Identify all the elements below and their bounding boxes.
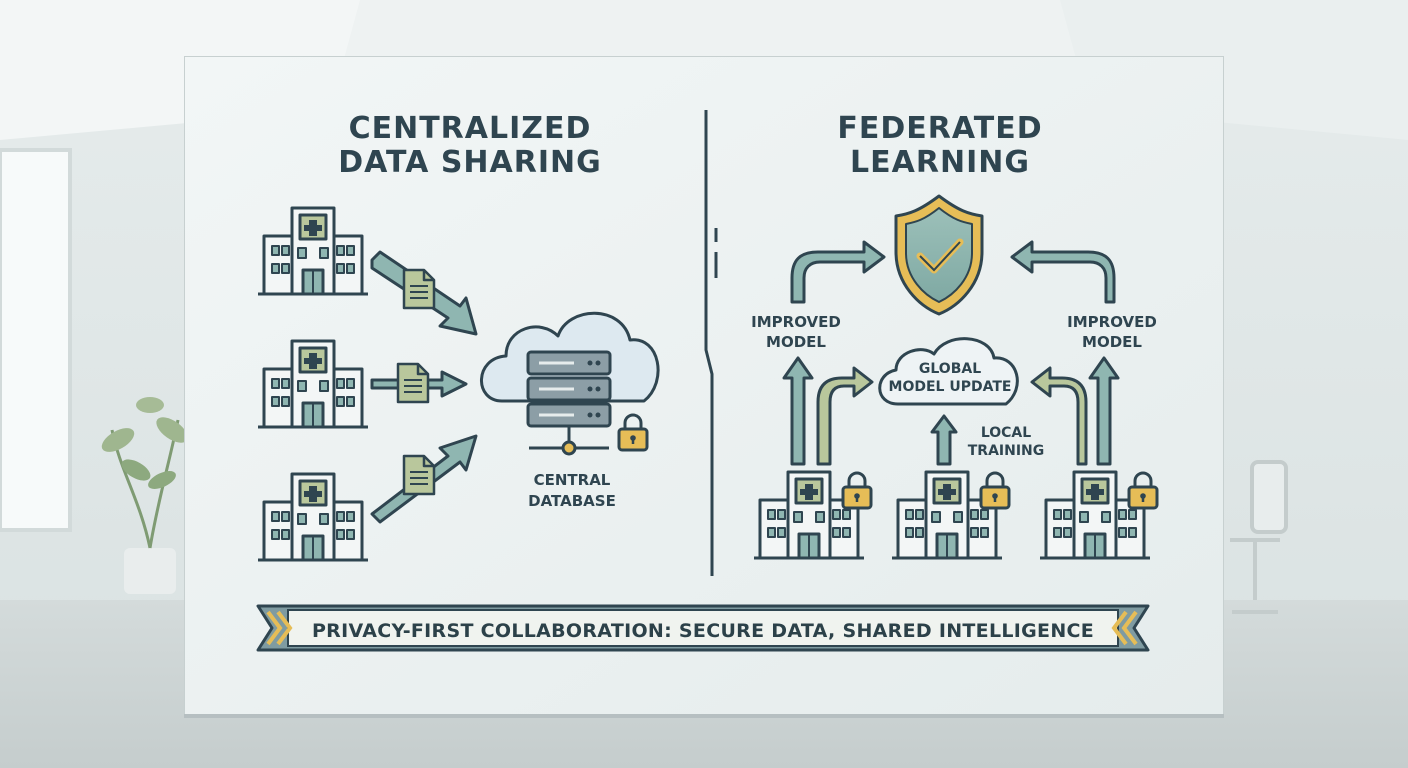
left-title-line1: CENTRALIZED	[348, 111, 592, 146]
window	[0, 148, 72, 532]
plant	[101, 397, 188, 594]
local-training-line2: TRAINING	[967, 443, 1045, 459]
whiteboard	[184, 56, 1224, 718]
arrow-to-shield-left	[790, 240, 886, 304]
central-database-label-line1: CENTRAL	[533, 471, 611, 489]
document-icon-1	[402, 268, 436, 310]
right-title-line2: LEARNING	[850, 145, 1030, 180]
chair	[1230, 460, 1288, 614]
arrow-to-shield-right	[1010, 240, 1116, 304]
global-model-update-line1: GLOBAL	[918, 361, 982, 377]
banner-text: PRIVACY-FIRST COLLABORATION: SECURE DATA…	[311, 620, 1095, 642]
document-icon-2	[396, 362, 430, 404]
server-icon	[526, 350, 612, 456]
left-title-line2: DATA SHARING	[338, 145, 602, 180]
arrow-up-local	[930, 414, 958, 466]
right-title-line1: FEDERATED	[837, 111, 1043, 146]
improved-model-left-line1: IMPROVED	[751, 313, 841, 331]
global-model-update-line2: MODEL UPDATE	[888, 379, 1012, 395]
global-cloud-icon	[878, 337, 1019, 406]
improved-model-right-line1: IMPROVED	[1067, 313, 1157, 331]
document-icon-3	[402, 454, 436, 496]
arrow-to-cloud-right	[1030, 366, 1088, 466]
arrow-to-cloud-left	[816, 366, 874, 466]
banner	[256, 604, 1150, 652]
improved-model-left-line2: MODEL	[766, 333, 826, 351]
improved-model-right-line2: MODEL	[1082, 333, 1142, 351]
arrow-up-right	[1088, 356, 1120, 466]
divider	[704, 110, 718, 576]
local-training-line1: LOCAL	[980, 425, 1032, 441]
central-database-label-line2: DATABASE	[528, 492, 616, 510]
arrow-up-left	[782, 356, 814, 466]
shield-check-icon	[894, 194, 984, 316]
